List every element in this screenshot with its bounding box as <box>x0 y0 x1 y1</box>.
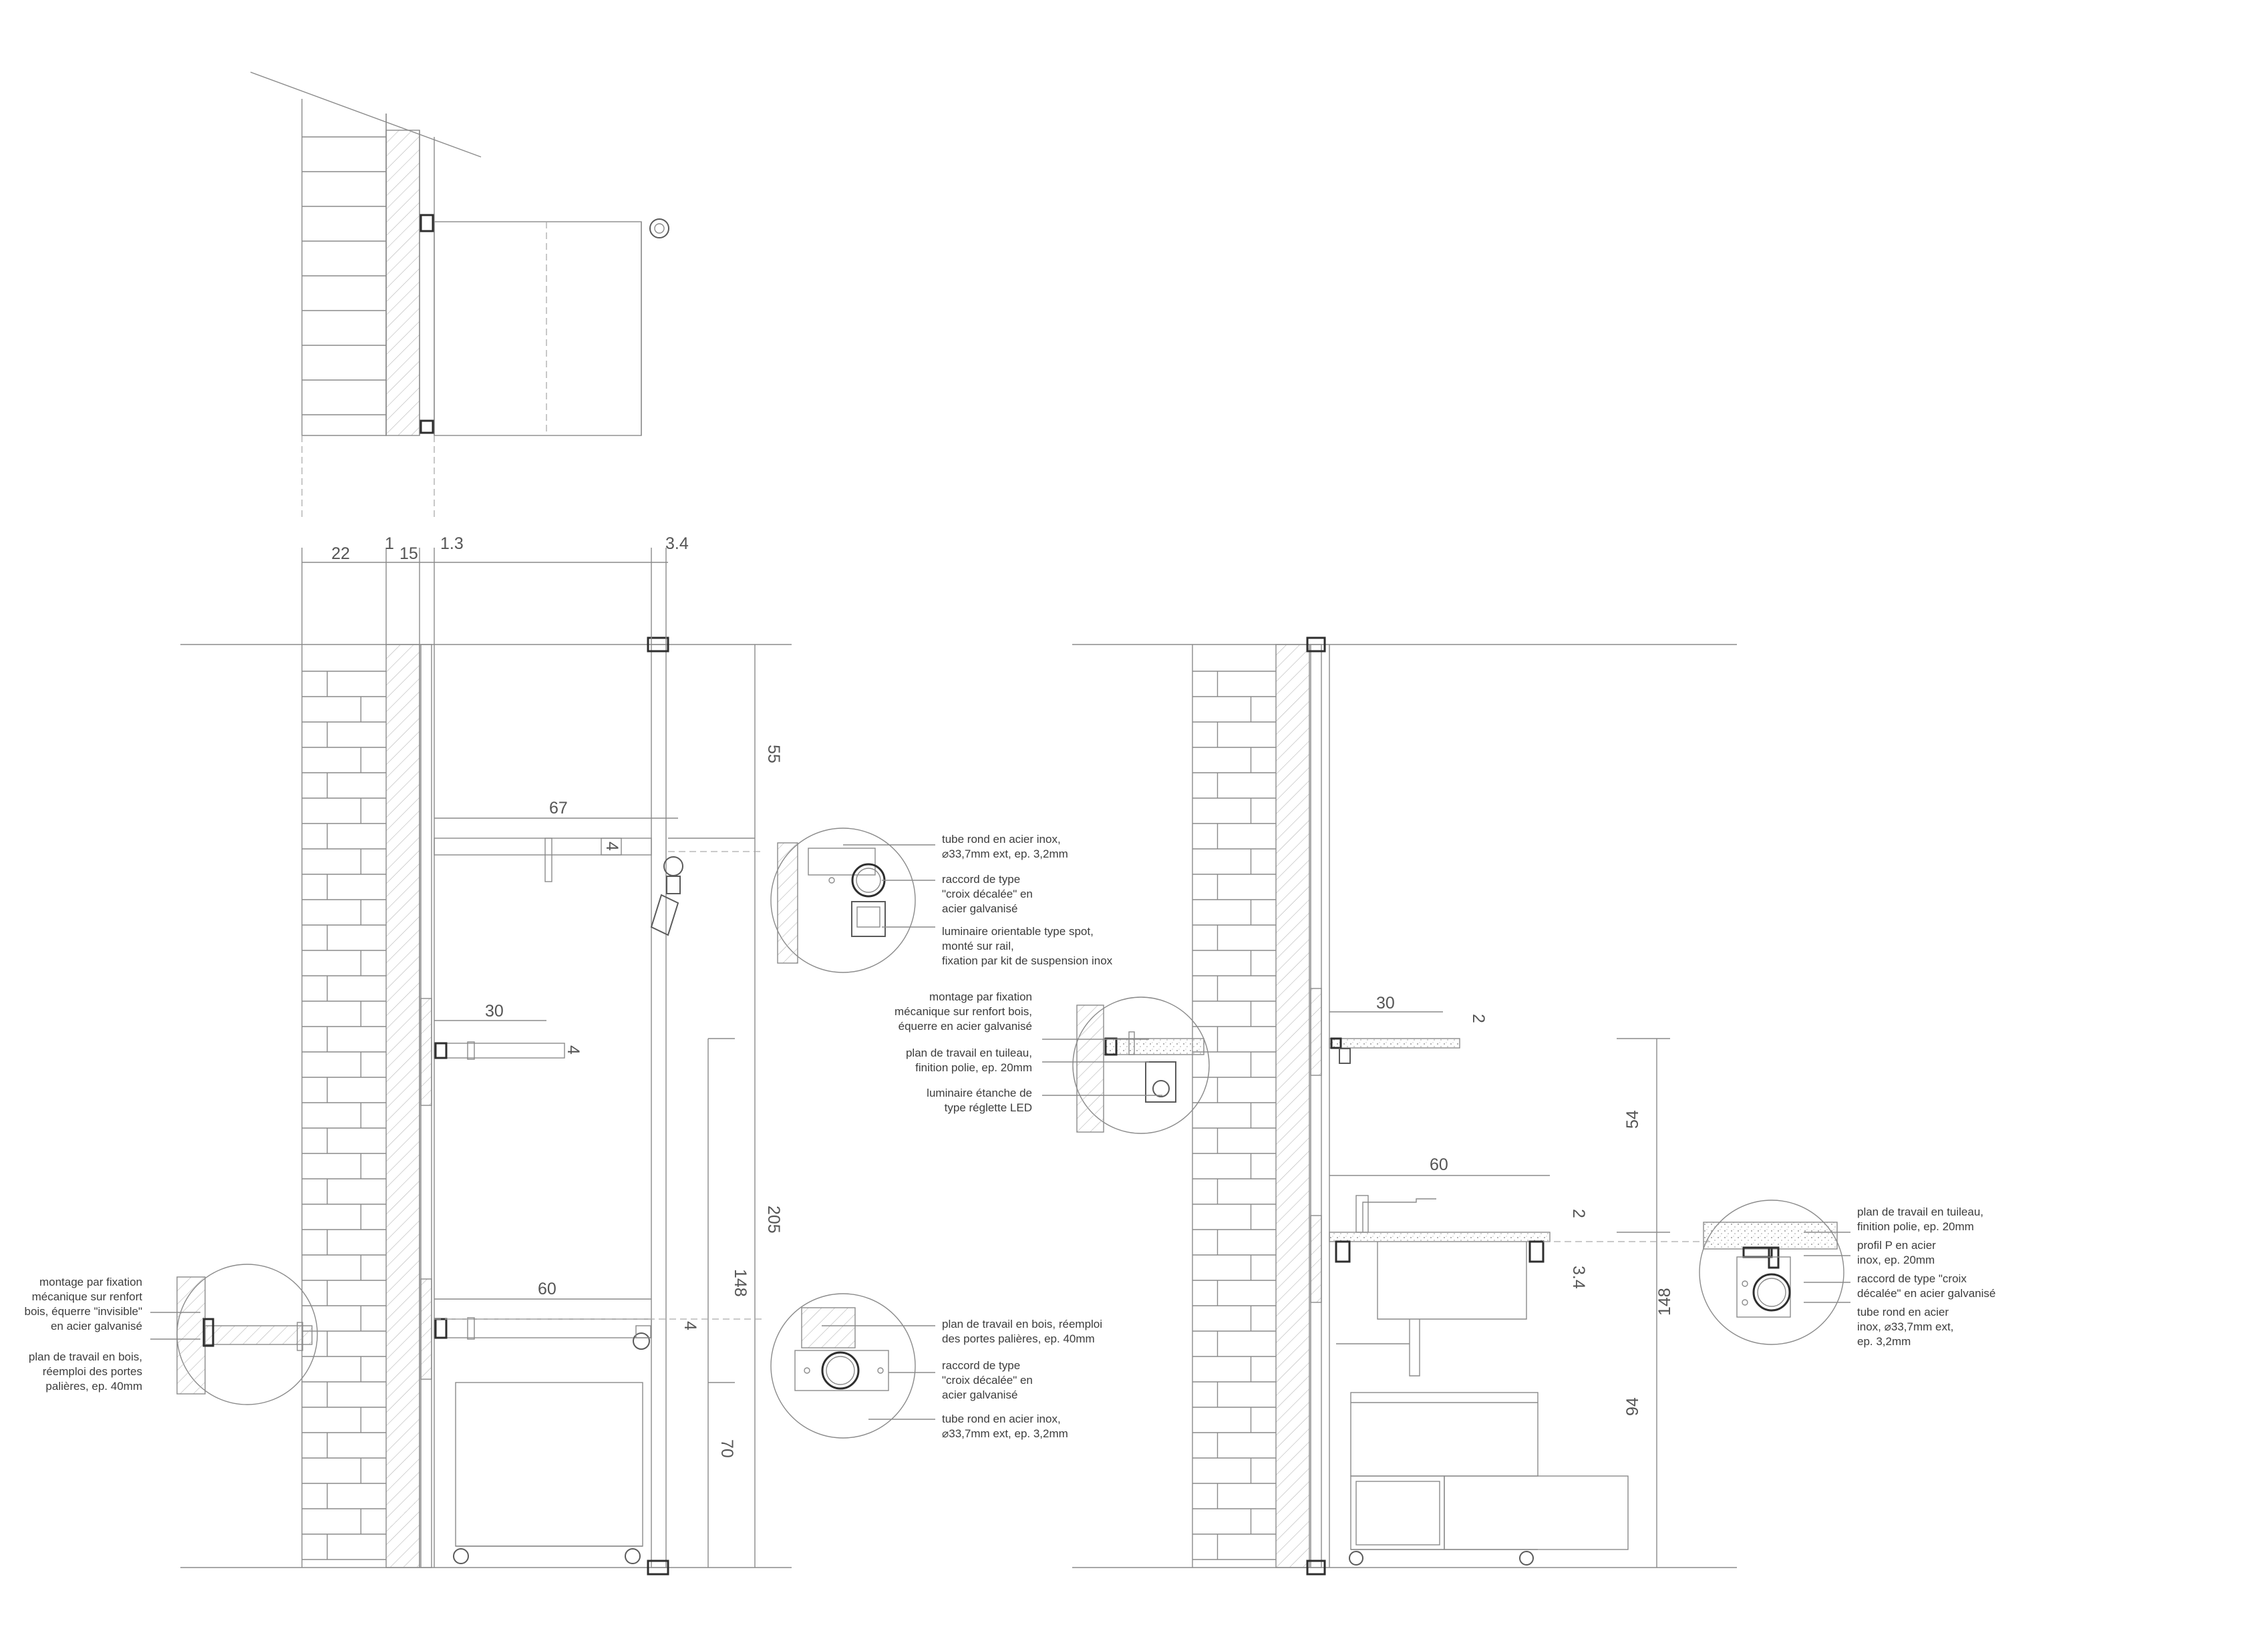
callout-line: en acier galvanisé <box>51 1320 142 1332</box>
callout-line: finition polie, ep. 20mm <box>1857 1220 1974 1233</box>
callout-line: fixation par kit de suspension inox <box>942 954 1113 967</box>
callout-tube-top: tube rond en acier inox, ⌀33,7mm ext, ep… <box>942 833 1068 860</box>
dim-counter-height: 148 <box>731 1269 750 1297</box>
callout-line: bois, équerre "invisible" <box>25 1305 143 1318</box>
callout-line: profil P en acier <box>1857 1239 1936 1252</box>
callout-line: monté sur rail, <box>942 940 1014 952</box>
detail-circle-top <box>770 828 916 973</box>
callout-line: raccord de type "croix <box>1857 1272 1967 1285</box>
callout-line: ⌀33,7mm ext, ep. 3,2mm <box>942 848 1068 860</box>
dim-wall-brick: 22 <box>331 544 350 563</box>
dim-shelf-depth: 4 <box>564 1045 583 1055</box>
callout-line: raccord de type <box>942 873 1020 886</box>
dim-wall-air: 1 <box>385 534 394 553</box>
callout-tiled-worktop-right: plan de travail en tuileau, finition pol… <box>906 1047 1032 1074</box>
callout-line: "croix décalée" en <box>942 888 1033 900</box>
callout-line: inox, ⌀33,7mm ext, <box>1857 1320 1953 1333</box>
dim-right-post-width: 3.4 <box>1569 1266 1588 1289</box>
callout-tube-far: tube rond en acier inox, ⌀33,7mm ext, ep… <box>1857 1306 1953 1348</box>
detail-circle-shelf <box>1072 996 1210 1134</box>
callout-line: équerre en acier galvanisé <box>899 1020 1032 1033</box>
callout-line: inox, ep. 20mm <box>1857 1254 1935 1266</box>
callout-croix-mid: raccord de type "croix décalée" en acier… <box>942 1359 1033 1401</box>
callout-line: "croix décalée" en <box>942 1374 1033 1387</box>
dim-upper-zone: 55 <box>764 745 783 763</box>
right-section <box>1072 636 1737 1576</box>
callout-line: ep. 3,2mm <box>1857 1335 1911 1348</box>
leader-lines <box>150 844 1850 1420</box>
callout-line: raccord de type <box>942 1359 1020 1372</box>
callout-fixing-left: montage par fixation mécanique sur renfo… <box>25 1276 143 1332</box>
callout-tube-mid: tube rond en acier inox, ⌀33,7mm ext, ep… <box>942 1413 1068 1440</box>
callout-line: ⌀33,7mm ext, ep. 3,2mm <box>942 1427 1068 1440</box>
dim-lower-zone: 70 <box>717 1439 736 1458</box>
callout-tiled-worktop-far: plan de travail en tuileau, finition pol… <box>1857 1206 1983 1233</box>
dim-right-worktop-length: 60 <box>1430 1155 1448 1174</box>
callout-line: montage par fixation <box>929 990 1032 1003</box>
left-section <box>180 548 792 1576</box>
callout-line: tube rond en acier inox, <box>942 1413 1061 1425</box>
callout-fixing-right: montage par fixation mécanique sur renfo… <box>895 990 1032 1033</box>
callout-wood-worktop-left: plan de travail en bois, réemploi des po… <box>29 1350 142 1393</box>
dim-right-upper-zone: 54 <box>1623 1110 1642 1129</box>
dim-wall-insulation: 15 <box>399 544 418 563</box>
dim-wall-finish: 1.3 <box>440 534 464 553</box>
dim-worktop-length: 60 <box>538 1280 556 1298</box>
dim-worktop-depth: 4 <box>681 1321 699 1330</box>
callout-line: réemploi des portes <box>43 1365 142 1378</box>
dim-right-shelf-length: 30 <box>1376 994 1395 1013</box>
callout-line: tube rond en acier <box>1857 1306 1949 1318</box>
detail-circle-mid <box>770 1293 916 1439</box>
callout-line: acier galvanisé <box>942 902 1017 915</box>
dim-shelf-length: 30 <box>485 1002 504 1021</box>
callout-croix-top: raccord de type "croix décalée" en acier… <box>942 873 1033 915</box>
callout-line: type réglette LED <box>945 1101 1032 1114</box>
plan-view <box>250 71 669 521</box>
callout-line: décalée" en acier galvanisé <box>1857 1287 1995 1300</box>
callout-line: luminaire orientable type spot, <box>942 925 1094 938</box>
callout-profile-p: profil P en acier inox, ep. 20mm <box>1857 1239 1936 1266</box>
callout-line: des portes palières, ep. 40mm <box>942 1332 1095 1345</box>
dim-right-worktop-thickness: 2 <box>1569 1209 1588 1218</box>
dim-post-width: 3.4 <box>665 534 689 553</box>
detail-circle-left <box>176 1264 318 1405</box>
dim-upper-rail-length: 67 <box>549 799 568 817</box>
dim-right-lower-zone: 94 <box>1623 1397 1642 1416</box>
callout-line: montage par fixation <box>39 1276 142 1288</box>
dim-upper-rail-depth: 4 <box>603 842 621 851</box>
callout-line: finition polie, ep. 20mm <box>915 1061 1032 1074</box>
callout-line: plan de travail en tuileau, <box>1857 1206 1983 1218</box>
callout-spot: luminaire orientable type spot, monté su… <box>942 925 1113 967</box>
detail-circle-far <box>1699 1200 1844 1345</box>
callout-led: luminaire étanche de type réglette LED <box>927 1087 1032 1114</box>
callout-line: plan de travail en bois, <box>29 1350 142 1363</box>
callout-line: tube rond en acier inox, <box>942 833 1061 846</box>
callout-line: mécanique sur renfort <box>32 1290 143 1303</box>
callout-line: plan de travail en tuileau, <box>906 1047 1032 1059</box>
callout-croix-far: raccord de type "croix décalée" en acier… <box>1857 1272 1995 1300</box>
callout-line: plan de travail en bois, réemploi <box>942 1318 1102 1330</box>
callout-wood-worktop-mid: plan de travail en bois, réemploi des po… <box>942 1318 1102 1345</box>
callout-line: luminaire étanche de <box>927 1087 1032 1099</box>
callout-line: palières, ep. 40mm <box>45 1380 142 1393</box>
callout-line: acier galvanisé <box>942 1389 1017 1401</box>
dim-total-height: 205 <box>764 1206 783 1234</box>
dim-right-shelf-thickness: 2 <box>1469 1014 1488 1023</box>
dim-right-total-height: 148 <box>1655 1288 1674 1316</box>
callout-line: mécanique sur renfort bois, <box>895 1005 1032 1018</box>
